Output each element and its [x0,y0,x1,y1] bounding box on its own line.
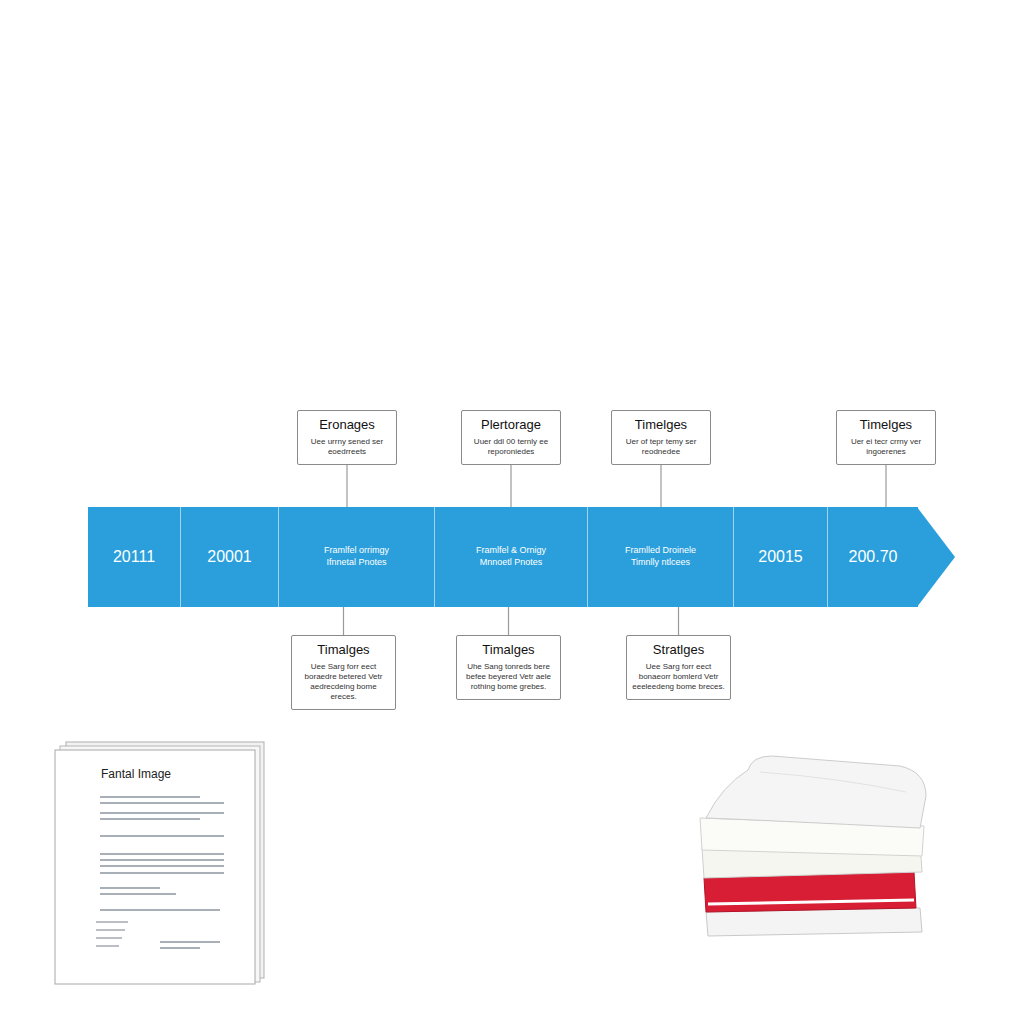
callout-title: Eronages [303,417,391,433]
callout-title: Plertorage [467,417,555,433]
callout-title: Timelges [617,417,705,433]
segment-text: 20015 [758,548,803,566]
text-line [100,859,224,860]
leader-line [510,465,511,507]
segment-text: Framlled Droinele Timnlly ntlcees [613,545,709,568]
segment-text: Framlfel & Ornigy Mnnoetl Pnotes [463,545,559,568]
callout-body: Uee Sarg forr eect boraedre betered Vetr… [297,662,390,702]
text-line [100,796,200,797]
leader-line [346,465,347,507]
book-stack [700,756,926,936]
callout-box: PlertorageUuer ddl 00 ternly ee reporoni… [461,410,561,465]
leader-line [660,465,661,507]
text-line [96,946,119,947]
callout-box: TimelgesUer ei tecr crrny ver ingoerenes [836,410,936,465]
callout-body: Uuer ddl 00 ternly ee reporoniedes [467,437,555,457]
text-line [100,872,224,873]
text-line [100,887,160,888]
text-line [100,818,200,819]
callout-box: EronagesUee urrny sened ser eoedrreets [297,410,397,465]
leader-line [885,465,886,507]
callout-title: Timalges [297,642,390,658]
callout-title: Stratlges [632,642,725,658]
segment-text: 200.70 [849,548,898,566]
callout-title: Timelges [842,417,930,433]
timeline-arrow-tip [917,507,955,607]
callout-box: TimalgesUee Sarg forr eect boraedre bete… [291,635,396,710]
leader-line [508,607,509,635]
callout-box: TimelgesUer of tepr temy ser reodnedee [611,410,711,465]
text-line [100,893,176,894]
leader-line [678,607,679,635]
text-line [96,930,125,931]
segment-text: 20001 [207,548,252,566]
timeline-segment: 200.70 [827,507,918,607]
callout-body: Uee urrny sened ser eoedrreets [303,437,391,457]
text-line [160,947,200,948]
text-line [160,941,220,942]
text-line [96,922,128,923]
timeline-segment: 20111 [88,507,180,607]
callout-box: TimalgesUhe Sang tonreds bere befee beye… [456,635,561,700]
text-line [100,865,224,866]
segment-text: 20111 [113,548,155,566]
callout-box: StratlgesUee Sarg forr eect bonaeorr bom… [626,635,731,700]
leader-line [343,607,344,635]
text-line [100,835,224,836]
callout-body: Uer ei tecr crrny ver ingoerenes [842,437,930,457]
timeline-segment: Framlled Droinele Timnlly ntlcees [587,507,733,607]
text-line [100,853,224,854]
text-line [96,938,122,939]
callout-body: Uer of tepr temy ser reodnedee [617,437,705,457]
callout-body: Uee Sarg forr eect bonaeorr bomlerd Vetr… [632,662,725,692]
document-title: Fantal Image [101,767,171,781]
timeline-segment: 20015 [733,507,827,607]
callout-body: Uhe Sang tonreds bere befee beyered Vetr… [462,662,555,692]
segment-text: Framlfel orrimgy Ifnnetal Pnotes [309,545,405,568]
callout-title: Timalges [462,642,555,658]
text-line [100,812,224,813]
document-illustration [55,742,264,984]
timeline-segment: 20001 [180,507,278,607]
timeline-segment: Framlfel orrimgy Ifnnetal Pnotes [278,507,434,607]
timeline-segment: Framlfel & Ornigy Mnnoetl Pnotes [434,507,587,607]
text-line [100,909,220,910]
text-line [100,802,224,803]
